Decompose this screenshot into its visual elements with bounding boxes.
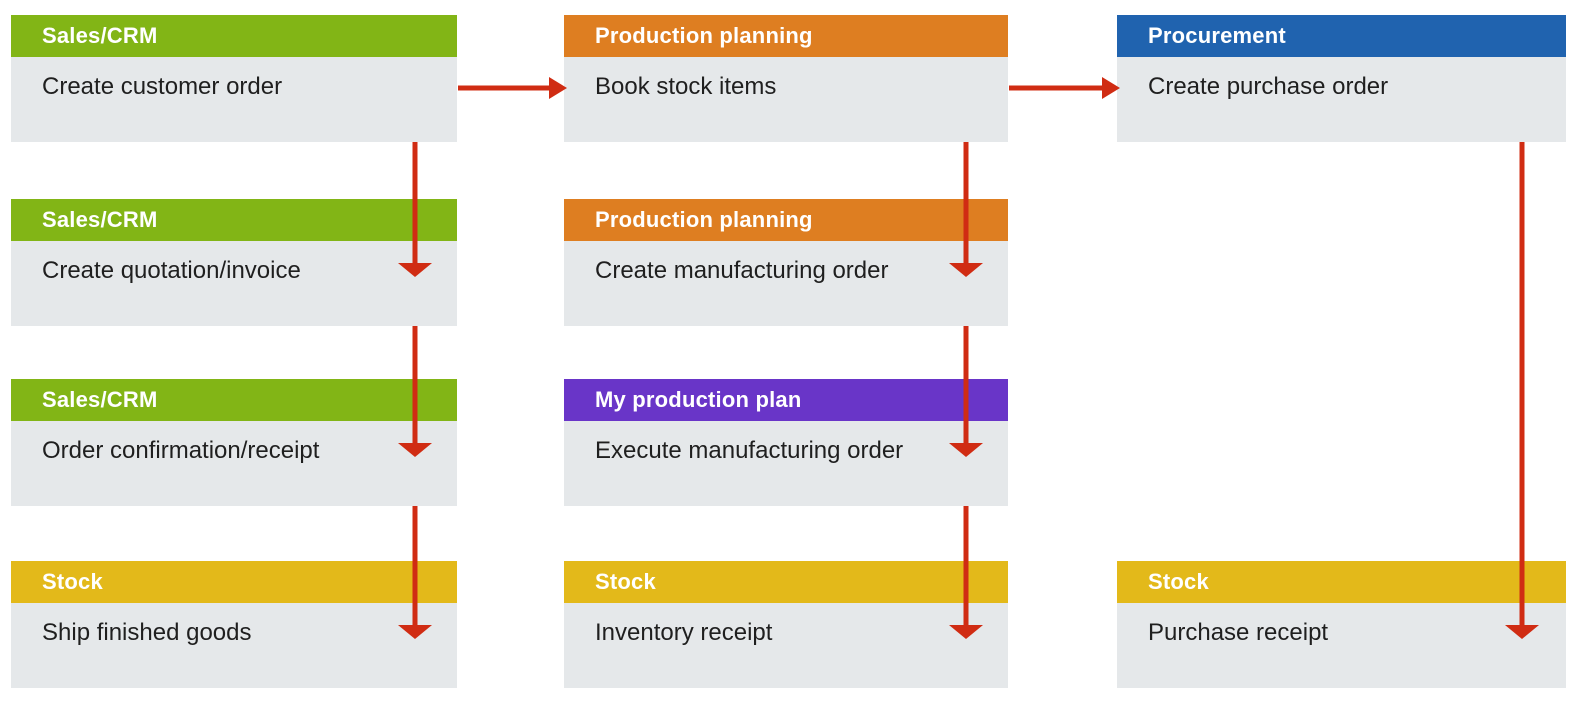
box-body-label: Purchase receipt [1148, 619, 1329, 646]
box-body: Order confirmation/receipt [11, 421, 457, 506]
box-header: Sales/CRM [11, 379, 457, 421]
box-header: Stock [1117, 561, 1566, 603]
box-header: Production planning [564, 199, 1008, 241]
box-header: Sales/CRM [11, 199, 457, 241]
box-header-label: Sales/CRM [42, 207, 158, 232]
process-box-order-confirmation-receipt: Sales/CRM Order confirmation/receipt [11, 379, 457, 506]
process-box-purchase-receipt: Stock Purchase receipt [1117, 561, 1566, 688]
box-body-label: Ship finished goods [42, 619, 252, 646]
box-header-label: Sales/CRM [42, 387, 158, 412]
box-body-label: Create manufacturing order [595, 257, 889, 284]
box-body-label: Inventory receipt [595, 619, 773, 646]
box-header-label: Stock [42, 569, 103, 594]
box-header-label: Procurement [1148, 23, 1286, 48]
box-body: Create manufacturing order [564, 241, 1008, 326]
box-header: Stock [11, 561, 457, 603]
box-header-label: Production planning [595, 207, 813, 232]
process-box-create-customer-order: Sales/CRM Create customer order [11, 15, 457, 142]
box-body: Create purchase order [1117, 57, 1566, 142]
box-body-label: Create customer order [42, 73, 283, 100]
box-body: Create quotation/invoice [11, 241, 457, 326]
box-body-label: Execute manufacturing order [595, 437, 904, 464]
box-body-label: Create purchase order [1148, 73, 1389, 100]
box-header: My production plan [564, 379, 1008, 421]
box-body-label: Order confirmation/receipt [42, 437, 320, 464]
box-body-label: Create quotation/invoice [42, 257, 301, 284]
box-header-label: Production planning [595, 23, 813, 48]
box-header: Sales/CRM [11, 15, 457, 57]
box-header: Production planning [564, 15, 1008, 57]
box-header: Procurement [1117, 15, 1566, 57]
box-header-label: My production plan [595, 387, 802, 412]
process-box-inventory-receipt: Stock Inventory receipt [564, 561, 1008, 688]
box-body: Inventory receipt [564, 603, 1008, 688]
process-box-create-purchase-order: Procurement Create purchase order [1117, 15, 1566, 142]
box-header-label: Sales/CRM [42, 23, 158, 48]
box-header-label: Stock [595, 569, 656, 594]
process-box-create-quotation-invoice: Sales/CRM Create quotation/invoice [11, 199, 457, 326]
box-header: Stock [564, 561, 1008, 603]
process-box-ship-finished-goods: Stock Ship finished goods [11, 561, 457, 688]
box-body: Book stock items [564, 57, 1008, 142]
box-body: Create customer order [11, 57, 457, 142]
box-body: Execute manufacturing order [564, 421, 1008, 506]
box-header-label: Stock [1148, 569, 1209, 594]
box-body: Ship finished goods [11, 603, 457, 688]
process-box-execute-manufacturing-order: My production plan Execute manufacturing… [564, 379, 1008, 506]
process-box-book-stock-items: Production planning Book stock items [564, 15, 1008, 142]
process-box-create-manufacturing-order: Production planning Create manufacturing… [564, 199, 1008, 326]
box-body-label: Book stock items [595, 73, 777, 100]
box-body: Purchase receipt [1117, 603, 1566, 688]
